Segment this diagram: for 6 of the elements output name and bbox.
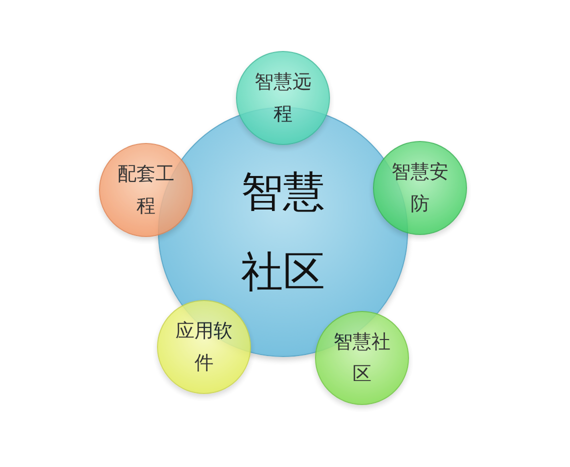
node-label: 智慧安防 <box>390 160 450 217</box>
node-label: 智慧社区 <box>332 330 392 387</box>
node-label: 应用软件 <box>174 318 234 376</box>
node-label: 配套工程 <box>116 162 176 219</box>
node-label: 智慧远程 <box>254 70 312 127</box>
node-label: 智慧社区 <box>240 166 326 298</box>
